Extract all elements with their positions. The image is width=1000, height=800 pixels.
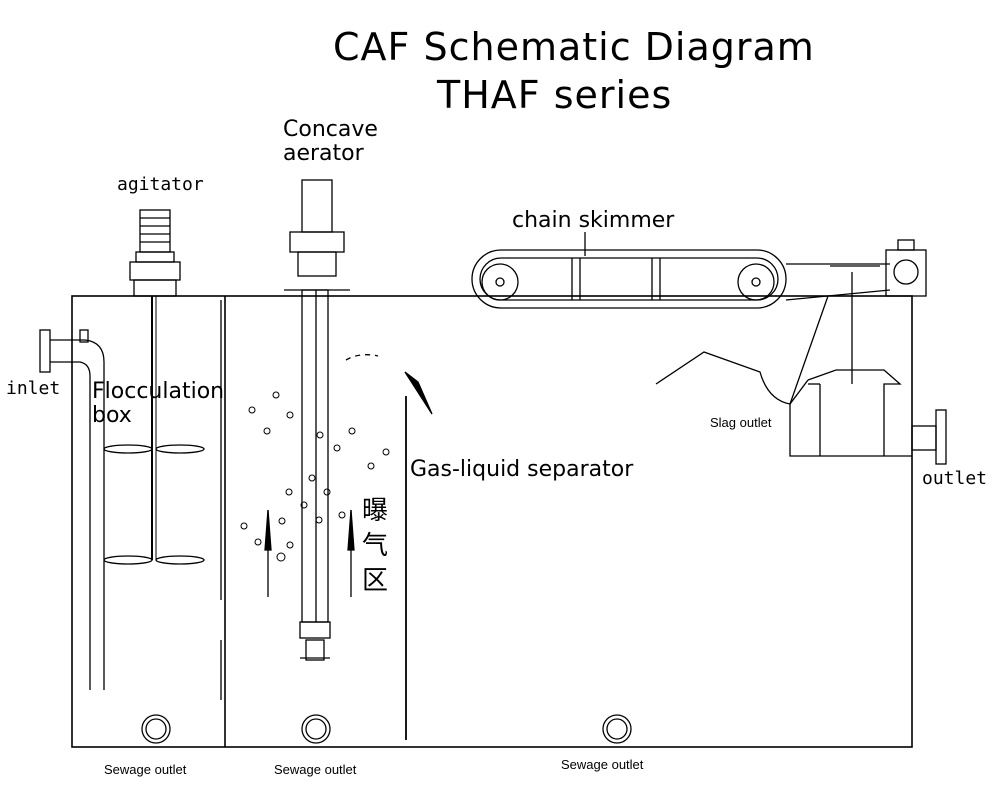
sewage-outlet-1-icon <box>141 714 171 744</box>
air-bubbles <box>240 391 390 562</box>
outlet-pipe <box>911 409 947 465</box>
label-flocculation-box: Flocculation box <box>92 379 225 429</box>
gas-liquid-separator-baffle <box>655 295 912 457</box>
concave-aerator-icon <box>284 179 350 661</box>
label-sewage-outlet-2: Sewage outlet <box>274 762 357 777</box>
sewage-outlet-3-icon <box>602 714 632 744</box>
label-slag-outlet: Slag outlet <box>710 415 772 430</box>
label-aeration-zone: 曝气区 <box>362 496 389 597</box>
label-agitator: agitator <box>117 174 204 195</box>
label-inlet: inlet <box>6 378 61 399</box>
sewage-outlet-2-icon <box>301 714 331 744</box>
label-chain-skimmer: chain skimmer <box>512 208 675 233</box>
flow-arrow-icons <box>264 371 433 597</box>
chain-skimmer-icon <box>471 232 927 384</box>
tank-outline <box>71 295 913 748</box>
diagram-title-line2: THAF series <box>437 73 673 117</box>
label-sewage-outlet-1: Sewage outlet <box>104 762 187 777</box>
label-concave-aerator: Concave aerator <box>283 117 378 167</box>
label-gas-liquid-separator: Gas-liquid separator <box>410 457 634 482</box>
agitator-icon <box>103 209 205 565</box>
label-sewage-outlet-3: Sewage outlet <box>561 757 644 772</box>
label-outlet: outlet <box>922 468 988 489</box>
inlet-pipe <box>39 329 105 690</box>
diagram-title-line1: CAF Schematic Diagram <box>333 25 815 69</box>
